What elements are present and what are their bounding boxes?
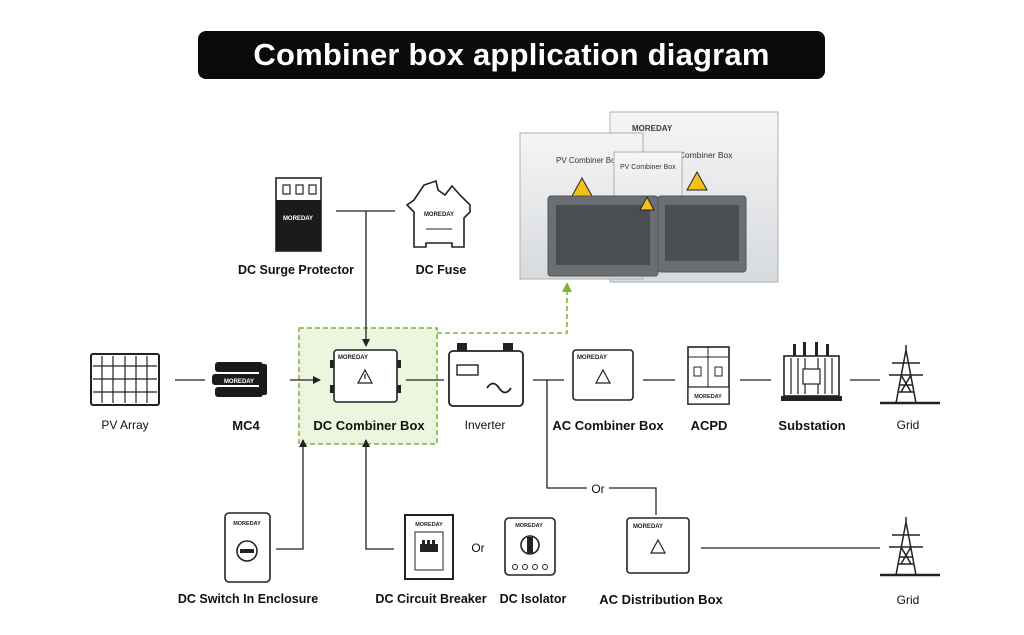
svg-text:MOREDAY: MOREDAY <box>224 379 254 385</box>
svg-text:MOREDAY: MOREDAY <box>415 522 443 528</box>
label-or-top: Or <box>591 482 605 496</box>
pv-array-icon <box>90 353 160 406</box>
label-or-bottom: Or <box>471 541 485 555</box>
label-dc-switch: DC Switch In Enclosure <box>177 592 319 606</box>
green-dashed-link <box>437 282 572 334</box>
label-dc-isolator: DC Isolator <box>499 592 567 606</box>
ac-combiner-box-icon: MOREDAY <box>572 349 634 401</box>
svg-text:PV Combiner Box: PV Combiner Box <box>556 156 620 165</box>
dc-combiner-box-icon: MOREDAY <box>330 349 401 403</box>
svg-text:MOREDAY: MOREDAY <box>515 523 543 529</box>
mc4-icon: MOREDAY <box>212 362 267 397</box>
grid-tower-bottom-icon <box>880 517 940 577</box>
dc-surge-protector-icon: MOREDAY <box>275 177 322 252</box>
inverter-icon <box>448 343 524 407</box>
substation-icon <box>781 342 842 401</box>
svg-text:MOREDAY: MOREDAY <box>338 355 368 361</box>
grid-tower-top-icon <box>880 345 940 405</box>
svg-text:MOREDAY: MOREDAY <box>233 521 261 527</box>
diagram-title: Combiner box application diagram <box>198 31 825 79</box>
svg-text:PV Combiner Box: PV Combiner Box <box>665 150 733 160</box>
svg-text:MOREDAY: MOREDAY <box>424 212 454 218</box>
svg-text:MOREDAY: MOREDAY <box>632 124 673 133</box>
svg-text:PV Combiner Box: PV Combiner Box <box>620 164 676 171</box>
label-dc-fuse: DC Fuse <box>415 263 467 277</box>
line-or-branch <box>546 380 587 489</box>
label-substation: Substation <box>778 418 846 433</box>
svg-text:MOREDAY: MOREDAY <box>283 216 313 222</box>
dc-switch-icon: MOREDAY <box>224 512 271 583</box>
line-breaker-dcbox <box>362 439 394 550</box>
label-dc-combiner-box: DC Combiner Box <box>313 418 425 433</box>
svg-text:MOREDAY: MOREDAY <box>577 355 607 361</box>
svg-text:MOREDAY: MOREDAY <box>633 524 663 530</box>
label-ac-distribution-box: AC Distribution Box <box>599 592 723 607</box>
label-grid-bottom: Grid <box>896 593 920 607</box>
acpd-icon: MOREDAY <box>687 346 730 405</box>
dc-circuit-breaker-icon: MOREDAY <box>404 514 454 580</box>
ac-distribution-box-icon: MOREDAY <box>626 517 690 574</box>
label-pv-array: PV Array <box>101 418 149 432</box>
line-switch-dcbox <box>276 439 307 550</box>
label-grid-top: Grid <box>896 418 920 432</box>
dc-fuse-icon: MOREDAY <box>405 179 471 248</box>
label-dc-surge-protector: DC Surge Protector <box>238 263 354 277</box>
combiner-box-product-photo: MOREDAY PV Combiner Box PV Combiner Box … <box>519 111 779 283</box>
svg-text:MOREDAY: MOREDAY <box>694 394 722 400</box>
label-acpd: ACPD <box>690 418 728 433</box>
dc-isolator-icon: MOREDAY <box>504 517 556 576</box>
label-dc-circuit-breaker: DC Circuit Breaker <box>375 592 487 606</box>
label-inverter: Inverter <box>464 418 506 432</box>
label-ac-combiner-box: AC Combiner Box <box>552 418 664 433</box>
label-mc4: MC4 <box>232 418 260 433</box>
